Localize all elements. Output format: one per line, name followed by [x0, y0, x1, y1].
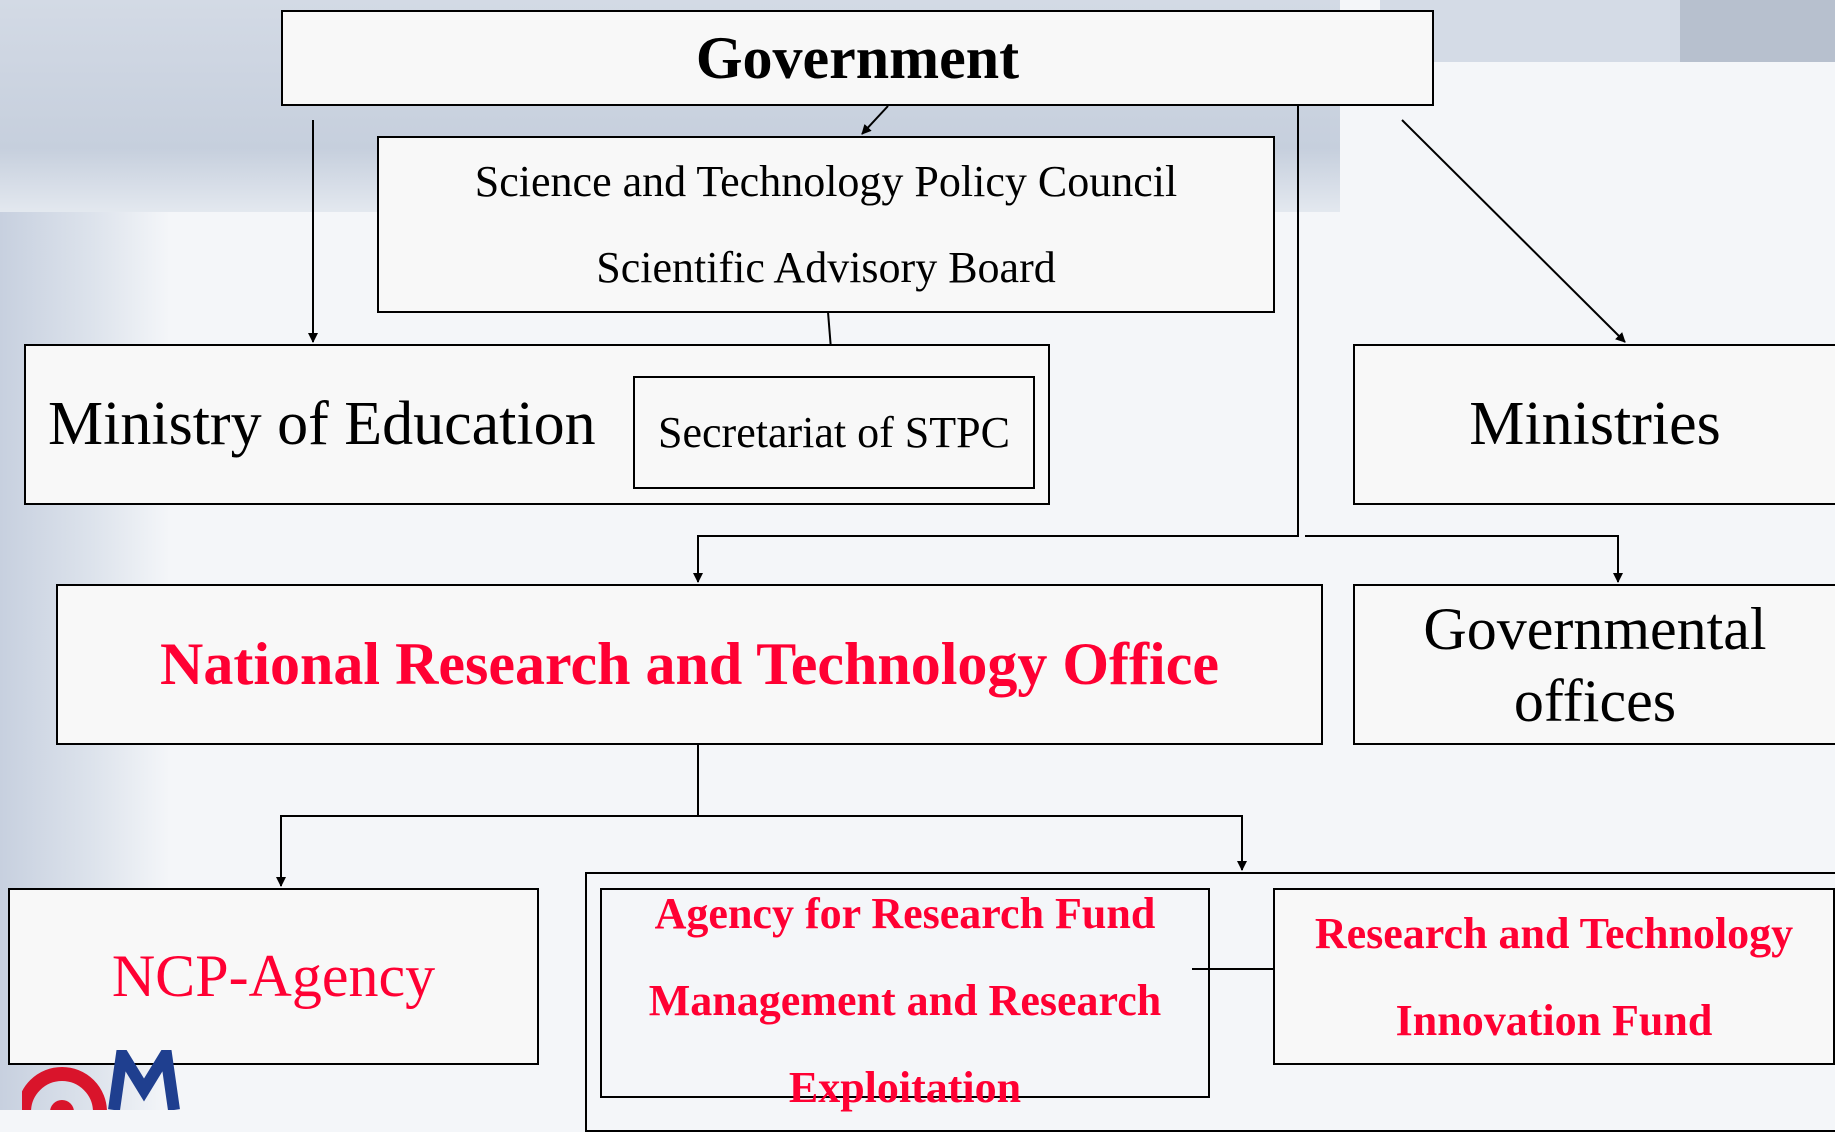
arrow-nrto-to-ncp-agency: [276, 815, 698, 887]
arrow-nrto-to-fund-group: [698, 815, 1247, 871]
arrow-gov-to-stpc: [861, 105, 889, 135]
nrto-box: National Research and Technology Office: [56, 584, 1323, 745]
rti-fund-line2: Innovation Fund: [1395, 995, 1713, 1045]
government-label: Government: [695, 24, 1020, 91]
governmental-offices-line1: Governmental: [1423, 595, 1767, 662]
rti-fund-box: Research and Technology Innovation Fund: [1273, 888, 1835, 1065]
ministries-box: Ministries: [1353, 344, 1835, 505]
ministry-of-education-label: Ministry of Education: [48, 390, 596, 458]
agency-fund-line2: Management and Research: [648, 976, 1162, 1025]
arrow-gov-to-ministries: [1401, 119, 1626, 343]
agency-fund-line3: Exploitation: [788, 1063, 1022, 1112]
ncp-agency-label: NCP-Agency: [111, 943, 436, 1009]
agency-fund-box: Agency for Research Fund Management and …: [600, 888, 1210, 1112]
ministries-label: Ministries: [1469, 390, 1721, 458]
stpc-label: Science and Technology Policy Council: [474, 156, 1178, 206]
governmental-offices-box: Governmental offices: [1353, 584, 1835, 745]
nrto-label: National Research and Technology Office: [160, 631, 1219, 697]
ncp-agency-box: NCP-Agency: [8, 888, 539, 1065]
background-corner-block: [1680, 0, 1835, 62]
advisory-board-label: Scientific Advisory Board: [596, 242, 1056, 292]
secretariat-box: Secretariat of STPC: [633, 376, 1035, 489]
stpc-box: Science and Technology Policy Council Sc…: [377, 136, 1275, 313]
arrow-gov-to-nrto: [693, 106, 1299, 583]
governmental-offices-line2: offices: [1513, 667, 1677, 734]
organization-logo: [22, 1050, 180, 1110]
ministry-of-education-box: Ministry of Education: [24, 344, 1050, 505]
secretariat-label: Secretariat of STPC: [658, 408, 1010, 457]
agency-fund-line1: Agency for Research Fund: [654, 889, 1156, 938]
rti-fund-line1: Research and Technology: [1314, 908, 1794, 958]
government-box: Government: [281, 10, 1434, 106]
arrow-to-governmental-offices: [1305, 535, 1623, 583]
